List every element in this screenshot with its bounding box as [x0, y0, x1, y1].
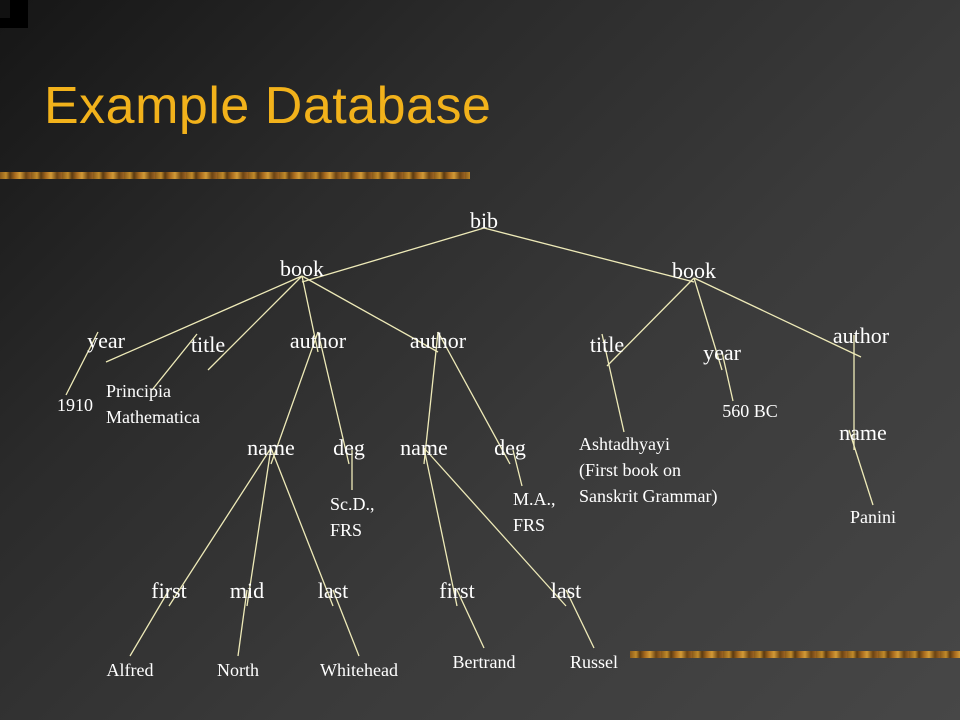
node-bertrand: Bertrand	[453, 652, 516, 672]
node-deg2: deg	[494, 435, 526, 460]
edge-book1-title1	[207, 275, 303, 371]
edge-title1-principia	[151, 333, 198, 391]
slide-title: Example Database	[44, 77, 492, 135]
node-year2: year	[703, 340, 742, 365]
node-book1: book	[280, 256, 324, 281]
node-bib: bib	[470, 208, 498, 233]
edge-book1-author2	[301, 275, 439, 353]
node-deg1: deg	[333, 435, 365, 460]
edge-mid1-north	[237, 589, 248, 657]
node-title2: title	[590, 332, 624, 357]
node-ma: M.A.,FRS	[513, 489, 556, 535]
node-panini: Panini	[850, 507, 896, 527]
edge-author1-name1	[270, 331, 319, 465]
edge-first2-bertrand	[456, 589, 485, 649]
node-author2: author	[410, 328, 467, 353]
edge-year2-v560	[721, 351, 734, 402]
node-title1: title	[191, 332, 225, 357]
node-year1: year	[87, 328, 126, 353]
edge-name1-last1	[270, 447, 334, 607]
edge-author2-deg2	[437, 331, 511, 465]
node-v1910: 1910	[57, 395, 93, 415]
edge-last1-whitehead	[332, 589, 360, 657]
decorative-stripe-top	[0, 172, 470, 179]
node-first1: first	[151, 578, 186, 603]
tree-edges	[65, 227, 874, 657]
edge-name2-last2	[423, 447, 567, 607]
edge-book2-author3	[693, 277, 862, 358]
edge-name1-mid1	[246, 447, 272, 607]
node-v560: 560 BC	[722, 401, 778, 421]
edge-name3-panini	[848, 429, 874, 506]
decorative-stripe-bottom	[630, 651, 960, 658]
node-scd: Sc.D.,FRS	[330, 494, 375, 540]
node-whitehead: Whitehead	[320, 660, 398, 680]
edge-name1-first1	[168, 447, 272, 607]
node-russel: Russel	[570, 652, 618, 672]
edge-author2-name2	[423, 331, 439, 465]
node-author1: author	[290, 328, 347, 353]
node-book2: book	[672, 258, 716, 283]
node-north: North	[217, 660, 259, 680]
edge-book2-year2	[693, 277, 723, 371]
edge-book2-title2	[606, 277, 695, 367]
node-mid1: mid	[230, 578, 264, 603]
edge-deg2-ma	[512, 449, 523, 487]
edge-book1-year1	[105, 275, 303, 363]
edge-name2-first2	[423, 447, 458, 607]
node-first2: first	[439, 578, 474, 603]
node-name3: name	[839, 420, 887, 445]
node-last1: last	[318, 578, 349, 603]
node-author3: author	[833, 323, 890, 348]
edge-last2-russel	[565, 589, 595, 649]
tree-labels: bib book book year title author author title yea…	[57, 208, 896, 680]
node-name2: name	[400, 435, 448, 460]
node-last2: last	[551, 578, 582, 603]
edge-bib-book2	[483, 227, 695, 283]
corner-block-inner	[0, 0, 10, 18]
edge-bib-book1	[301, 227, 485, 283]
node-alfred: Alfred	[107, 660, 154, 680]
edge-first1-alfred	[129, 589, 170, 657]
edge-author1-deg1	[317, 331, 350, 465]
node-name1: name	[247, 435, 295, 460]
edge-title2-ashta	[601, 333, 625, 433]
edge-year1-v1910	[65, 331, 99, 396]
